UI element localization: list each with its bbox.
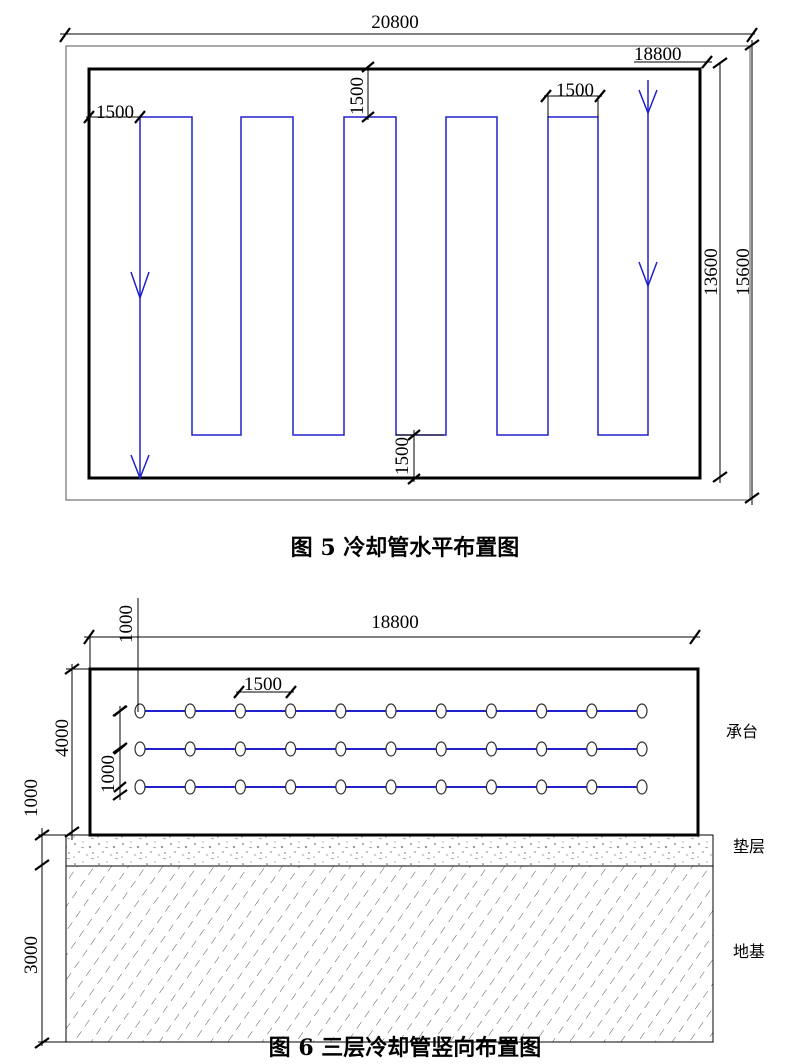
figure5-caption: 图 5 冷却管水平布置图 [291,535,520,561]
pipe-cross-section [535,779,548,795]
dim-outer-height: 15600 [733,39,760,505]
pipe-cross-section [636,779,648,795]
figure6-section-view: 18800 1000 1500 4000 1000 [21,598,765,1061]
dim-edge-left: 1500 [83,102,146,124]
cushion-layer [65,834,714,867]
pipe-cross-section [234,703,246,719]
pipe-cross-section [586,741,598,757]
flow-direction-arrows [130,89,658,481]
dim-pipe-spacing-6: 1500 [233,674,297,699]
pipe-cross-section [335,703,347,719]
pipe-cross-section [385,779,397,795]
dim-edge-left-label-6: 1000 [116,605,137,643]
pipe-cross-section [335,741,347,757]
dim-edge-bottom-label: 1500 [392,437,413,475]
pipe-cross-section [285,779,297,795]
pipe-cross-section [184,741,196,757]
dim-edge-left-label: 1500 [96,102,134,123]
dim-edge-top-label: 1500 [347,77,368,115]
dim-outer-height-label: 15600 [733,248,754,296]
pipe-cross-section [485,741,497,757]
pipe-cross-section [586,703,598,719]
pipe-cross-section [485,703,497,719]
dim-pipe-spacing-6-label: 1500 [244,674,282,695]
pipe-cross-section [234,779,246,795]
pipe-cross-section [535,741,548,757]
pipe-cross-section [335,779,347,795]
figure5-plan-view: 20800 18800 13600 15600 1500 [59,12,760,561]
pipe-cross-section [485,779,497,795]
dim-inner-height-label: 13600 [701,248,722,296]
dim-edge-left-vertical: 1000 [116,598,139,712]
pipe-cross-section [535,703,548,719]
label-cap: 承台 [726,722,758,741]
dim-outer-width: 20800 [59,12,758,43]
pipe-cross-section [636,741,648,757]
dim-cap-height-label: 4000 [52,719,73,757]
label-cushion: 垫层 [733,837,765,856]
pipe-cross-section [435,703,447,719]
pipe-layers [113,703,648,795]
pipe-cross-section [435,741,447,757]
pipe-cross-section [435,779,447,795]
pipe-cross-section [385,741,397,757]
dim-inner-width-label: 18800 [634,44,682,65]
pipe-cross-section [134,779,146,795]
foundation [65,865,714,1043]
dim-cap-width-label: 18800 [371,612,419,633]
pipe-cross-section [234,741,246,757]
pipe-cross-section [134,703,146,719]
dim-inner-width: 18800 [634,44,713,69]
cooling-pipe-serpentine [139,80,649,478]
label-foundation: 地基 [733,942,765,961]
outer-boundary [65,45,751,501]
inner-cap-boundary [87,67,702,480]
dim-cushion-height-label: 1000 [21,779,42,817]
pipe-cross-section [285,703,297,719]
pipe-cross-section [636,703,648,719]
dim-cushion-height: 1000 [21,779,66,871]
dim-inner-height: 13600 [701,57,728,483]
figure6-caption: 图 6 三层冷却管竖向布置图 [269,1035,542,1061]
dim-cap-width: 18800 [83,612,701,669]
dim-layer-spacing: 1000 [98,705,128,801]
pipe-cross-section [385,703,397,719]
pipe-cross-section [134,741,146,757]
dim-pipe-spacing: 1500 [540,80,606,117]
dim-foundation-height-label: 3000 [21,936,42,974]
dim-edge-bottom: 1500 [392,429,444,485]
pipe-cross-section [586,779,598,795]
pipe-cross-section [184,703,196,719]
dim-foundation-height: 3000 [21,866,66,1049]
dim-layer-spacing-label: 1000 [98,755,119,793]
dim-cap-height: 4000 [52,663,90,840]
pipe-cross-section [285,741,297,757]
dim-pipe-spacing-label: 1500 [556,80,594,101]
pipe-cross-section [184,779,196,795]
dim-edge-top: 1500 [347,61,375,123]
dim-outer-width-label: 20800 [371,12,419,33]
